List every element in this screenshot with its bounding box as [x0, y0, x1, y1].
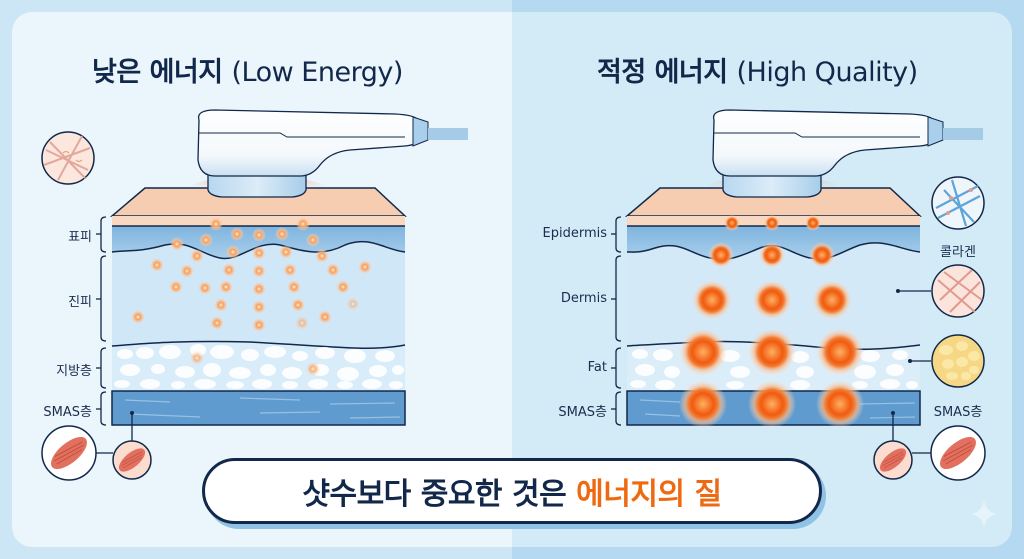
label-smas: SMAS층	[43, 405, 92, 420]
high-quality-title: 적정 에너지 (High Quality)	[597, 50, 918, 89]
title-en: (High Quality)	[736, 57, 919, 88]
right-callout-icons	[873, 176, 986, 481]
left-handpiece-icon	[188, 109, 468, 204]
label-epidermis: Epidermis	[542, 226, 608, 241]
title-en: (Low Energy)	[231, 57, 404, 88]
label-smas-callout: SMAS층	[933, 405, 983, 420]
label-fat: Fat	[587, 360, 607, 375]
label-dermis: Dermis	[560, 291, 607, 306]
fat-cells-icon	[931, 334, 985, 388]
collagen-blue-icon	[931, 176, 985, 230]
low-energy-title: 낮은 에너지 (Low Energy)	[92, 50, 403, 89]
label-epidermis: 표피	[68, 230, 92, 245]
muscle-icon	[41, 425, 97, 481]
right-handpiece-icon	[703, 109, 983, 204]
low-energy-dots	[131, 217, 372, 376]
sparkle-icon	[971, 500, 997, 528]
muscle-small-icon	[873, 440, 913, 480]
title-ko: 낮은 에너지	[92, 57, 223, 88]
label-smas: SMAS층	[558, 405, 607, 420]
label-collagen: 콜라겐	[940, 245, 976, 260]
high-quality-dots	[679, 215, 864, 428]
muscle-icon	[930, 425, 986, 481]
banner-highlight-text: 에너지의 질	[576, 477, 722, 512]
collagen-fiber-icon	[41, 131, 95, 185]
muscle-small-icon	[112, 440, 152, 480]
banner-main-text: 샷수보다 중요한 것은	[302, 477, 567, 512]
label-fat: 지방층	[56, 364, 92, 379]
label-dermis: 진피	[68, 295, 92, 310]
right-layer-brackets	[611, 216, 622, 426]
collagen-pink-icon	[931, 264, 985, 318]
title-ko: 적정 에너지	[597, 57, 728, 88]
left-layer-brackets	[96, 216, 107, 426]
conclusion-banner: 샷수보다 중요한 것은 에너지의 질	[202, 458, 822, 524]
left-muscle-icons	[41, 411, 152, 481]
